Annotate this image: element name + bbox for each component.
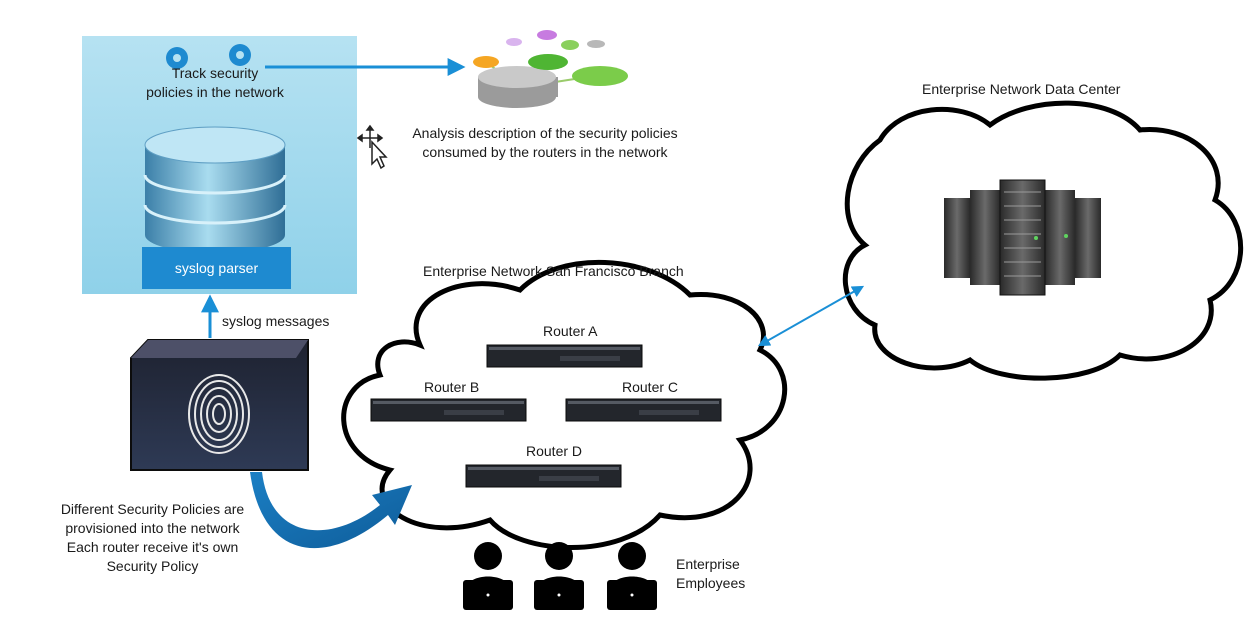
- server-rack-icon: [944, 179, 1101, 296]
- employee-icon: [607, 542, 657, 610]
- gear-icon: [166, 44, 251, 69]
- employee-icon: [534, 542, 584, 610]
- employees-label: Enterprise Employees: [676, 556, 746, 591]
- track-policies-label: Track security policies in the network: [146, 65, 284, 100]
- fingerprint-appliance-icon: [130, 339, 309, 471]
- employee-icon: [463, 542, 513, 610]
- router-c-label: Router C: [622, 379, 679, 395]
- router-b-icon: [370, 398, 527, 422]
- router-a-icon: [486, 344, 643, 368]
- router-b-label: Router B: [424, 379, 480, 395]
- analysis-graphic-icon: [473, 30, 628, 108]
- syslog-messages-label: syslog messages: [222, 313, 330, 329]
- router-c-icon: [565, 398, 722, 422]
- router-d-icon: [465, 464, 622, 488]
- router-d-label: Router D: [526, 443, 583, 459]
- provision-arrow: [250, 472, 412, 549]
- datacenter-link-arrow: [757, 285, 865, 347]
- move-cursor-icon: [356, 124, 388, 170]
- syslog-parser-label: syslog parser: [142, 247, 291, 289]
- branch-cloud: [341, 259, 788, 550]
- database-icon: [143, 126, 287, 253]
- datacenter-title: Enterprise Network Data Center: [922, 81, 1121, 97]
- branch-title: Enterprise Network San Francisco Branch: [423, 263, 684, 279]
- analysis-description-label: Analysis description of the security pol…: [412, 125, 678, 160]
- router-a-label: Router A: [543, 323, 598, 339]
- security-policies-label: Different Security Policies are provisio…: [60, 501, 245, 574]
